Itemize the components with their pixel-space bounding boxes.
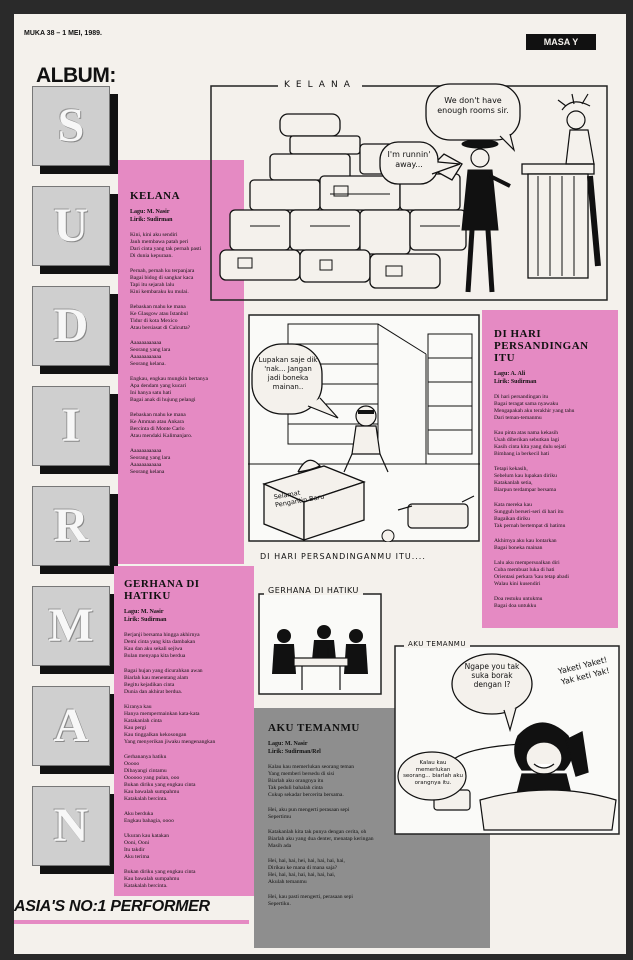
stanza: Akhirnya aku kau lontarkan Bagai boneka … bbox=[494, 538, 557, 551]
bubble-persandingan: Lupakan saje dik 'nak... Jangan jadi bon… bbox=[258, 356, 318, 391]
bubble-clerk: We don't have enough rooms sir. bbox=[437, 96, 509, 115]
stanza: Gerhananya hatiku Ooooo Dibayangi cintam… bbox=[124, 754, 196, 802]
masthead-logo: MASA Y bbox=[526, 34, 596, 50]
letter-tile-s: S bbox=[32, 86, 110, 166]
lyrics-gerhana: GERHANA DI HATIKU Lagu: M. Nasir Lirik: … bbox=[114, 566, 254, 896]
cartoon-caption-kelana: KELANA bbox=[278, 80, 362, 90]
stanza: Bukan diriku yang engkau cinta Kau bawal… bbox=[124, 869, 196, 889]
cartoon-kelana: KELANA We don't have enough rooms sir. I… bbox=[210, 76, 610, 302]
stanza: Engkau, engkau mungkin bertanya Apa dend… bbox=[130, 376, 208, 403]
stanza: Bebaskan mahu ke mana Ke Glasgow atau Is… bbox=[130, 304, 191, 331]
song-credits: Lagu: M. Nasir Lirik: Sudirman/Rel bbox=[268, 740, 480, 756]
cartoon-caption-persandingan: DI HARI PERSANDINGANMU ITU.... bbox=[260, 552, 426, 561]
letter-tile-n: N bbox=[32, 786, 110, 866]
letter-tile-m: M bbox=[32, 586, 110, 666]
bubble-ngape: Ngape you tak suka borak dengan I? bbox=[464, 662, 520, 689]
song-credits: Lagu: M. Nasir Lirik: Sudirman bbox=[124, 608, 246, 624]
lyrics-hari-persandingan: DI HARI PERSANDINGAN ITU Lagu: A. Ali Li… bbox=[482, 310, 618, 628]
letter-tile-u: U bbox=[32, 186, 110, 266]
song-title-aku-temanmu: AKU TEMANMU bbox=[268, 722, 360, 734]
credit-music: Lagu: M. Nasir bbox=[268, 741, 308, 747]
song-credits: Lagu: M. Nasir Lirik: Sudirman bbox=[130, 208, 236, 224]
cartoon-gerhana: GERHANA DI HATIKU bbox=[258, 586, 382, 696]
stanza: Kalau kau memerlukan seorang teman Yang … bbox=[268, 764, 355, 798]
credit-music: Lagu: M. Nasir bbox=[130, 209, 170, 215]
stanza: Kiranya kau Hanya mempermainkan kata-kat… bbox=[124, 704, 216, 745]
letter-tile-a: A bbox=[32, 686, 110, 766]
temanmu-illustration bbox=[394, 645, 620, 835]
stanza: Pernah, pernah ku terpanjara Bagai bidog… bbox=[130, 268, 195, 295]
credit-music: Lagu: M. Nasir bbox=[124, 609, 164, 615]
stanza: Aaaaaaaaaaaa Seorang yang lara Aaaaaaaaa… bbox=[130, 448, 171, 475]
cartoon-caption-temanmu: AKU TEMANMU bbox=[404, 640, 470, 648]
stanza: Di hari persandingan itu Bagai teragat s… bbox=[494, 394, 575, 421]
banner-underline bbox=[14, 920, 249, 924]
lyrics-kelana: KELANA Lagu: M. Nasir Lirik: Sudirman Ki… bbox=[118, 160, 244, 564]
credit-lyrics: Lirik: Sudirman bbox=[124, 617, 167, 623]
stanza: Katakanlah kita tak punya dengan cerita,… bbox=[268, 829, 374, 849]
stanza: Aku berduka Engkau bahagia, oooo bbox=[124, 811, 174, 824]
stanza: Lalu aku mempersoalkan diri Cuba membuat… bbox=[494, 560, 569, 587]
kelana-illustration bbox=[210, 83, 608, 301]
stanza: Ukuran kau katakan Ooni, Ooni Itu takdir… bbox=[124, 833, 170, 860]
stanza: Hei, kau pasti mengerti, perasaan sepi S… bbox=[268, 894, 353, 907]
song-title-kelana: KELANA bbox=[130, 190, 181, 202]
credit-lyrics: Lirik: Sudirman bbox=[494, 379, 537, 385]
stanza: Doa restuku untukmu Bagai doa untukku bbox=[494, 596, 543, 609]
stanza: Kata mereka kau Sungguh berseri-seri di … bbox=[494, 502, 566, 529]
song-credits: Lagu: A. Ali Lirik: Sudirman bbox=[494, 370, 610, 386]
bubble-traveler: I'm runnin' away... bbox=[387, 150, 431, 169]
stanza: Hei, hai, hai, hei, hai, hai, hai, hai, … bbox=[268, 858, 345, 885]
persandingan-illustration bbox=[248, 314, 480, 543]
stanza: Berjanji bersama hingga akhirnya Demi ci… bbox=[124, 632, 200, 659]
cartoon-persandingan: Lupakan saje dik 'nak... Jangan jadi bon… bbox=[248, 314, 480, 543]
stanza: Hei, aku pun mengerti perasaan sepi Sepe… bbox=[268, 807, 350, 820]
bottom-banner: ASIA'S NO:1 PERFORMER bbox=[14, 898, 210, 915]
song-title-gerhana: GERHANA DI HATIKU bbox=[124, 578, 200, 602]
cartoon-caption-gerhana: GERHANA DI HATIKU bbox=[264, 586, 363, 595]
letter-tile-r: R bbox=[32, 486, 110, 566]
credit-lyrics: Lirik: Sudirman/Rel bbox=[268, 749, 321, 755]
credit-lyrics: Lirik: Sudirman bbox=[130, 217, 173, 223]
page-header-issue: MUKA 38 – 1 MEI, 1989. bbox=[24, 30, 102, 37]
letter-tile-i: I bbox=[32, 386, 110, 466]
cartoon-temanmu: AKU TEMANMU Ngape you tak suka borak den… bbox=[394, 640, 620, 836]
stanza: Kau pinta atas nama kekasih Usah diberik… bbox=[494, 430, 566, 457]
album-label: ALBUM: bbox=[36, 64, 116, 87]
gerhana-illustration bbox=[258, 593, 382, 695]
stanza: Kini, kini aku sendiri Jauh membawa pata… bbox=[130, 232, 202, 259]
credit-music: Lagu: A. Ali bbox=[494, 371, 526, 377]
stanza: Bebaskan mahu ke mana Ke Amman atau Anka… bbox=[130, 412, 193, 439]
bubble-phone: Kalau kau memerlukan seorang... biarlah … bbox=[403, 760, 463, 786]
song-title-hari-persandingan: DI HARI PERSANDINGAN ITU bbox=[494, 328, 589, 364]
stanza: Aaaaaaaaaaaa Seorang yang lara Aaaaaaaaa… bbox=[130, 340, 171, 367]
stanza: Tetapi kekasih, Sebelum kau lupakan diri… bbox=[494, 466, 557, 493]
stanza: Bagai hujan yang dicurahkan awan Biarlah… bbox=[124, 668, 203, 695]
magazine-page: MUKA 38 – 1 MEI, 1989. MASA Y ALBUM: S U… bbox=[14, 14, 626, 954]
letter-tile-d: D bbox=[32, 286, 110, 366]
